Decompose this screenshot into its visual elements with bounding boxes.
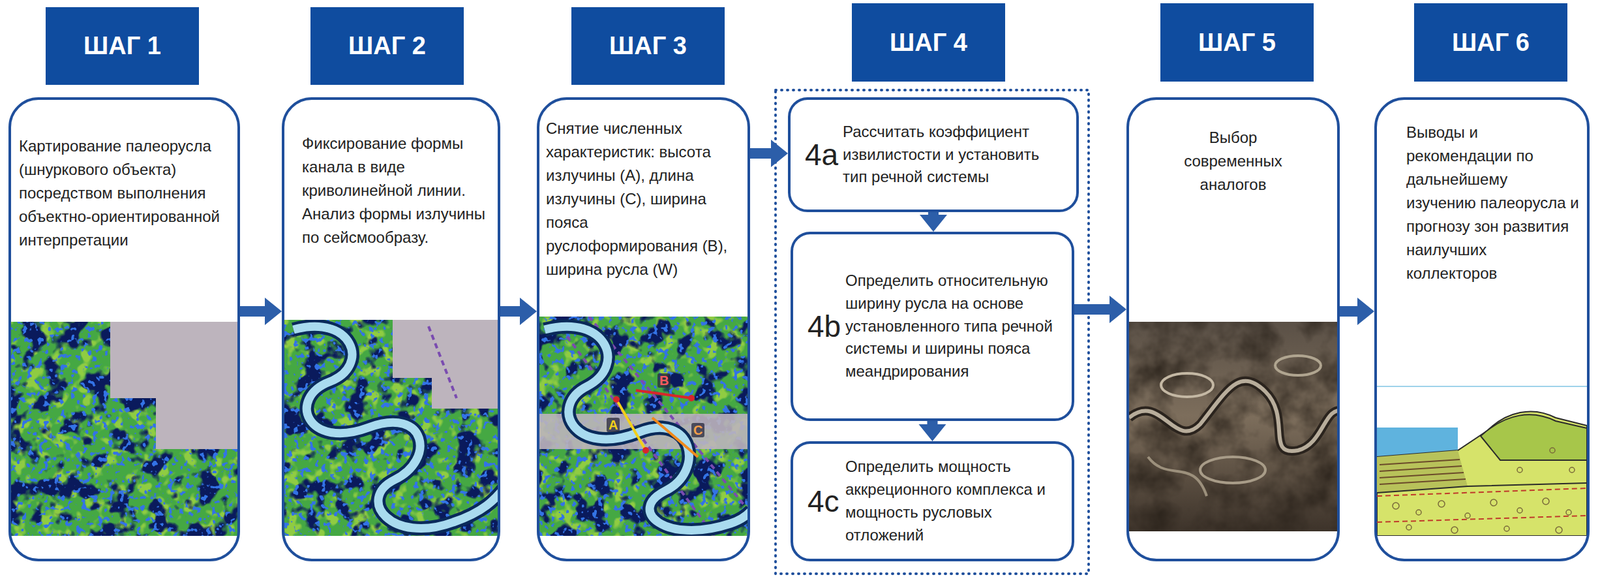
step-header: ШАГ 5 [1160,3,1314,82]
measure-label: B [657,373,671,388]
step-title: ШАГ 6 [1451,28,1530,57]
step-title: ШАГ 5 [1198,28,1276,57]
seismic-map [284,319,498,536]
seismic-map-part [293,326,498,528]
geologic-section-part [1480,414,1587,460]
flow-arrow [919,420,947,441]
seismic-map-part [392,319,498,409]
geologic-section-part [1376,482,1587,493]
seismic-map-part [635,390,692,398]
seismic-map-part [544,326,748,530]
flow-arrow [500,297,537,325]
measure-label: C [691,422,705,438]
aerial-photo-part [1129,321,1338,531]
geologic-section-part [1379,472,1464,478]
seismic-map-part [642,446,650,454]
step-header: ШАГ 4 [851,3,1006,82]
seismic-map [9,321,239,536]
geologic-section-part [1379,459,1460,465]
seismic-map-part [110,321,239,449]
geologic-section-part-part [1406,524,1412,530]
seismic-map-part [544,326,748,530]
geologic-section-part [1376,385,1587,387]
seismic-map-part [613,395,620,403]
step-title: ШАГ 4 [889,28,968,57]
aerial-photo-part [1161,373,1214,397]
substep-box: 4bОпределить относительную ширину русла … [790,231,1075,421]
geologic-section-part-part [1392,502,1400,509]
aerial-photo-part [1200,456,1266,483]
geologic-section-part [1392,447,1575,533]
geologic-section-part [1376,487,1587,496]
geologic-section-part [1376,385,1587,536]
seismic-map-part [616,399,646,451]
seismic-map-part [428,326,457,398]
step-text: Выводы и рекомендации по дальнейшему изу… [1406,120,1580,286]
step-text: Картирование палеорусла (шнуркового объе… [18,134,230,252]
aerial-photo-part [1129,380,1338,451]
substep-number: 4a [804,139,843,170]
step-header: ШАГ 3 [571,7,725,85]
geologic-section-part-part [1542,497,1550,505]
geologic-section-part-part [1464,512,1471,518]
step-card: Выводы и рекомендации по дальнейшему изу… [1374,97,1590,561]
aerial-photo [1129,321,1338,531]
step-card: Картирование палеорусла (шнуркового объе… [8,97,241,561]
substep-box: 4aРассчитать коэффициент извилистости и … [787,97,1079,212]
substep-number: 4c [807,485,846,516]
step-text: Рассчитать коэффициент извилистости и ус… [842,120,1064,189]
geologic-section-part-part [1504,525,1510,531]
step-card: Снятие численных характеристик: высота и… [536,97,751,561]
seismic-map-part [688,394,695,402]
aerial-photo-part [1147,456,1207,496]
geologic-section [1376,385,1587,536]
flow-arrow [240,297,282,325]
seismic-map-part [293,326,498,528]
step-title: ШАГ 2 [348,31,426,61]
flow-arrow [750,139,788,167]
substep-number: 4b [807,311,846,342]
step-text: Определить относительную ширину русла на… [845,269,1059,383]
step-text: Фиксирование формы канала в виде криволи… [301,131,492,250]
aerial-photo-part [1275,355,1321,376]
geologic-section-part-part [1490,498,1497,506]
measure-label: A [606,417,620,432]
substep-box: 4cОпределить мощность аккреционного комп… [790,440,1075,561]
geologic-section-part [1376,515,1587,522]
geologic-section-part-part [1517,467,1523,473]
group-frame [775,90,1089,574]
flow-arrow [1074,295,1127,323]
geologic-section-part-part [1438,500,1445,507]
aerial-photo-part [1129,321,1338,531]
geologic-section-part-part [1416,509,1422,515]
flow-arrow [919,211,948,232]
flow-arrow [1339,297,1375,325]
step-title: ШАГ 3 [609,31,687,61]
step-title: ШАГ 1 [83,31,162,61]
step-card: Выбор современных аналогов [1126,97,1340,561]
step-text: Снятие численных характеристик: высота и… [545,116,741,282]
geologic-section-part-part [1517,507,1523,513]
seismic-map [539,316,748,536]
geologic-section-part [1376,450,1468,493]
step-header: ШАГ 2 [310,7,464,85]
geologic-section-part [1379,478,1466,484]
geologic-section-part [1376,410,1587,536]
geologic-section-part-part [1549,447,1555,453]
geologic-section-part-part [1566,509,1572,515]
step-text: Определить мощность аккреционного компле… [845,455,1059,546]
geologic-section-part-part [1569,467,1575,473]
geologic-section-part-part [1555,526,1563,533]
geologic-section-part [1379,465,1462,471]
step-header: ШАГ 6 [1414,3,1568,82]
step-text: Выбор современных аналогов [1174,125,1292,197]
aerial-photo-part [1129,380,1338,451]
geologic-section-part-part [1451,526,1458,533]
step-card: Фиксирование формы канала в виде криволи… [281,97,501,561]
step-header: ШАГ 1 [45,7,199,85]
